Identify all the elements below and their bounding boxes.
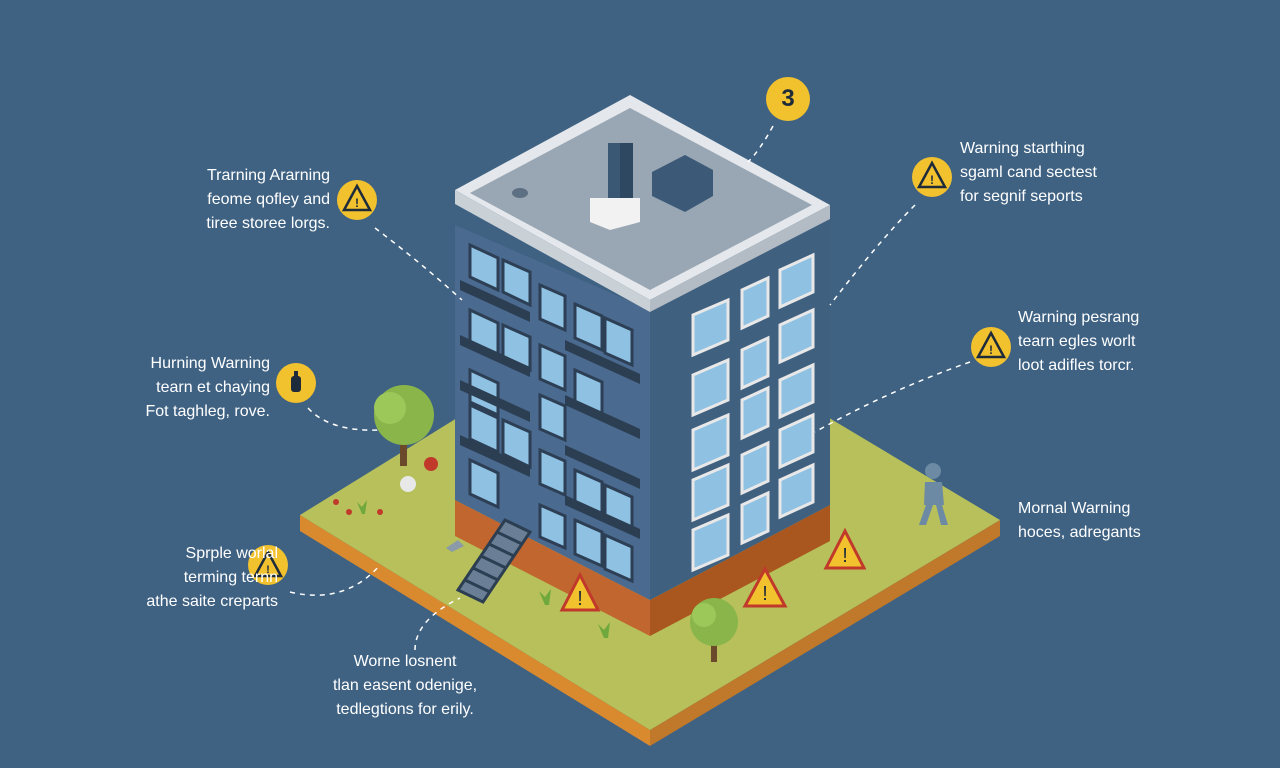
svg-text:!: ! — [355, 196, 359, 210]
callout-line: tearn egles worlt — [1018, 333, 1136, 350]
callout-line: feome qofley and — [207, 191, 330, 208]
callout-mid-right: Warning pesrang tearn egles worlt loot a… — [1018, 306, 1139, 378]
ground-props — [333, 457, 610, 638]
svg-text:!: ! — [577, 588, 583, 610]
callout-bottom-left: Sprple worlal terming ternn athe saite c… — [146, 542, 278, 614]
callout-mid-left: Hurning Warning tearn et chaying Fot tag… — [145, 352, 270, 424]
callout-line: Hurning Warning — [150, 355, 270, 372]
entrance-staircase — [455, 518, 533, 604]
warning-triangle-icon: ! — [823, 527, 867, 570]
callout-bottom-center: Worne losnent tlan easent odenige, tedle… — [300, 650, 510, 722]
callout-top-right: Warning starthing sgaml cand sectest for… — [960, 137, 1097, 209]
svg-text:!: ! — [930, 173, 934, 187]
callout-line: tiree storee lorgs. — [206, 215, 330, 232]
callout-line: Sprple worlal — [185, 545, 278, 562]
person-icon — [919, 463, 948, 525]
svg-text:!: ! — [842, 545, 848, 567]
callout-line: loot adifles torcr. — [1018, 357, 1135, 374]
svg-text:!: ! — [762, 583, 768, 605]
callout-line: Trarning Ararning — [206, 167, 330, 184]
warning-triangle-icon: ! — [971, 327, 1011, 367]
tree-icon — [690, 598, 738, 662]
callout-line: tlan easent odenige, — [332, 677, 478, 694]
callout-top-left: Trarning Ararning feome qofley and tiree… — [206, 164, 330, 236]
callout-line: tedlegtions for erily. — [336, 701, 474, 718]
fire-extinguisher-icon — [276, 363, 316, 403]
warning-triangle-icon: ! — [912, 157, 952, 197]
warning-triangle-icon: ! — [742, 565, 788, 608]
callout-line: Warning pesrang — [1018, 309, 1140, 326]
warning-triangle-icon: ! — [337, 180, 377, 220]
callout-line: terming ternn — [183, 569, 278, 586]
callout-line: Mornal Warning — [1018, 500, 1131, 517]
callout-line: tearn et chaying — [156, 379, 270, 396]
svg-text:!: ! — [989, 343, 993, 357]
callout-line: hoces, adregants — [1018, 524, 1141, 541]
callout-line: sgaml cand sectest — [960, 164, 1097, 181]
callout-line: Warning starthing — [960, 140, 1085, 157]
callout-line: for segnif seports — [960, 188, 1083, 205]
step-number-badge: 3 — [766, 77, 810, 121]
callout-line: Worne losnent — [353, 653, 457, 670]
tree-icon — [374, 385, 434, 466]
wet-floor-warning-icon: ! — [248, 545, 288, 585]
apartment-building — [455, 95, 830, 636]
warning-triangle-icon: ! — [559, 571, 601, 612]
leader-lines — [289, 125, 971, 651]
callout-line: athe saite creparts — [146, 593, 278, 610]
callout-bottom-right: Mornal Warning hoces, adregants — [1018, 497, 1141, 545]
callout-line: Fot taghleg, rove. — [145, 403, 270, 420]
svg-text:!: ! — [266, 564, 270, 576]
